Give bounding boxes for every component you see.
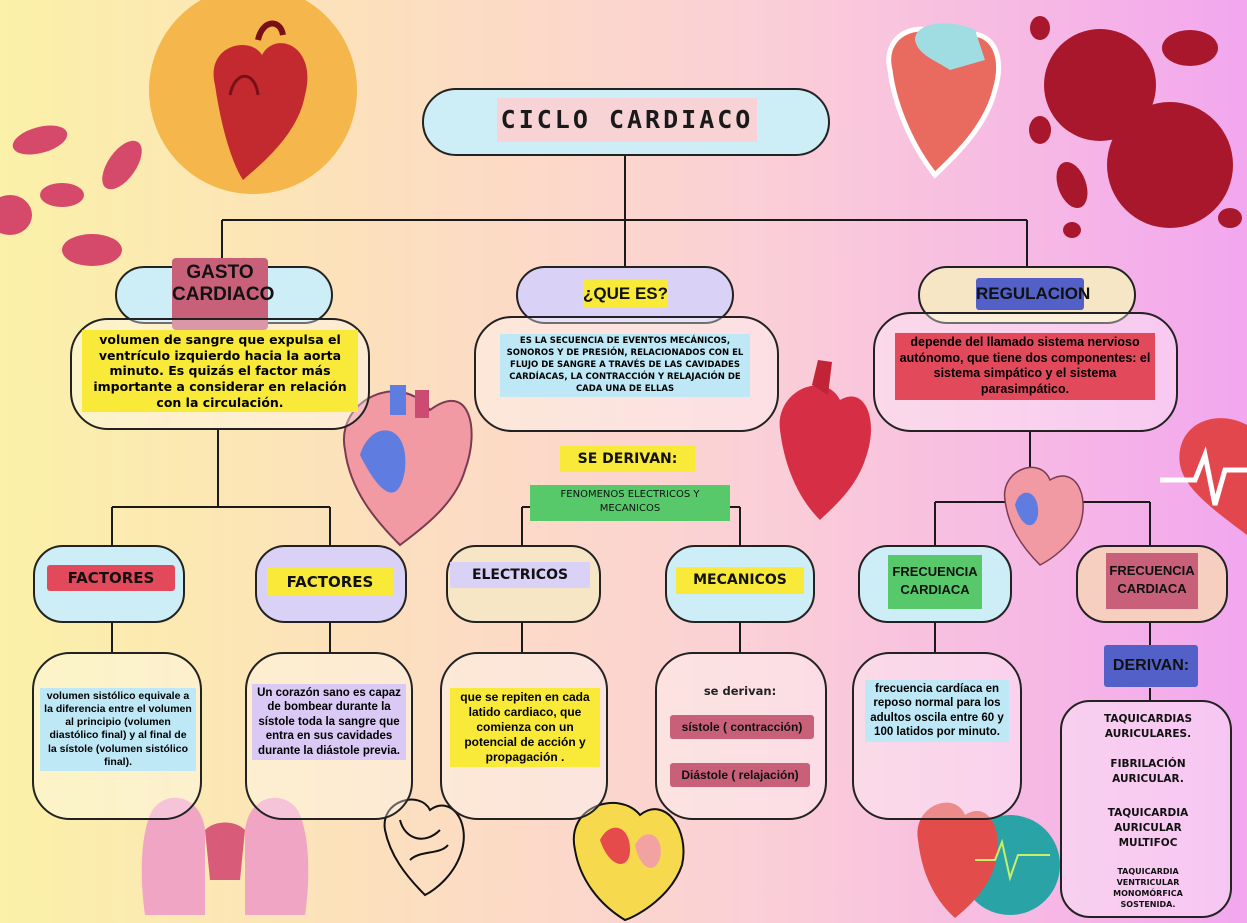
frecuencia-right-box: [1060, 700, 1232, 918]
frecuencia-right-label: FRECUENCIA CARDIACA: [1106, 553, 1198, 609]
lungs-icon: [141, 797, 309, 915]
frecuencia-left-text-wrap: frecuencia cardíaca en reposo normal par…: [865, 680, 1009, 742]
mecanicos-label: MECANICOS: [676, 567, 804, 594]
mecanicos-se-derivan: se derivan:: [703, 684, 777, 698]
heart-illustration-icon: [1003, 466, 1084, 566]
gasto-description: volumen de sangre que expulsa el ventríc…: [82, 330, 358, 413]
heart-rate-icon: [1160, 418, 1247, 535]
frecuencia-left-text: frecuencia cardíaca en reposo normal par…: [865, 680, 1009, 742]
factores-right-label: FACTORES: [267, 568, 393, 596]
heart-illustration-icon: [342, 385, 473, 547]
heart-illustration-icon: [779, 360, 871, 520]
que-es-header: ¿QUE ES?: [583, 280, 668, 308]
derivan-item-ventricular: TAQUICARDIA VENTRICULAR MONOMÓRFICA SOST…: [1113, 867, 1183, 909]
que-es-description-wrap: ES LA SECUENCIA DE EVENTOS MECÁNICOS, SO…: [500, 334, 750, 398]
blood-cells-icon: [0, 125, 142, 266]
frecuencia-left-label: FRECUENCIA CARDIACA: [888, 555, 982, 609]
factores-right-text: Un corazón sano es capaz de bombear dura…: [252, 684, 406, 760]
heart-illustration-icon: [572, 801, 685, 922]
factores-right-text-wrap: Un corazón sano es capaz de bombear dura…: [252, 684, 406, 760]
electricos-label: ELECTRICOS: [450, 562, 590, 588]
regulacion-header: REGULACION: [976, 278, 1090, 310]
factores-left-label: FACTORES: [47, 565, 175, 591]
factores-left-text-wrap: volumen sistólico equivale a la diferenc…: [40, 688, 196, 771]
derivan-item-multifoc: TAQUICARDIA AURICULAR MULTIFOC: [1107, 807, 1189, 849]
derivan-item-fibrilacion: FIBRILACIÓN AURICULAR.: [1110, 758, 1186, 785]
mecanicos-item-sistole: sístole ( contracción): [670, 715, 814, 739]
se-derivan-label: SE DERIVAN:: [560, 446, 695, 472]
fenomenos-label: FENOMENOS ELECTRICOS Y MECANICOS: [530, 485, 730, 521]
mecanicos-item-diastole: Diástole ( relajación): [670, 763, 810, 787]
heart-illustration-icon: [917, 802, 1060, 918]
regulacion-description-wrap: depende del llamado sistema nervioso aut…: [895, 333, 1155, 400]
heart-illustration-icon: [886, 23, 1002, 179]
gasto-description-wrap: volumen de sangre que expulsa el ventríc…: [82, 330, 358, 413]
derivan-item-taquicardias: TAQUICARDIAS AURICULARES.: [1103, 713, 1193, 740]
electricos-text: que se repiten en cada latido cardiaco, …: [450, 688, 600, 767]
blood-cells-icon: [1029, 16, 1242, 238]
page-title: CICLO CARDIACO: [497, 98, 757, 142]
factores-left-text: volumen sistólico equivale a la diferenc…: [40, 688, 196, 771]
que-es-description: ES LA SECUENCIA DE EVENTOS MECÁNICOS, SO…: [500, 334, 750, 398]
heart-illustration-icon: [383, 798, 465, 897]
heart-illustration-icon: [149, 0, 357, 194]
electricos-text-wrap: que se repiten en cada latido cardiaco, …: [450, 688, 600, 767]
regulacion-description: depende del llamado sistema nervioso aut…: [895, 333, 1155, 400]
derivan-label: DERIVAN:: [1104, 645, 1198, 687]
